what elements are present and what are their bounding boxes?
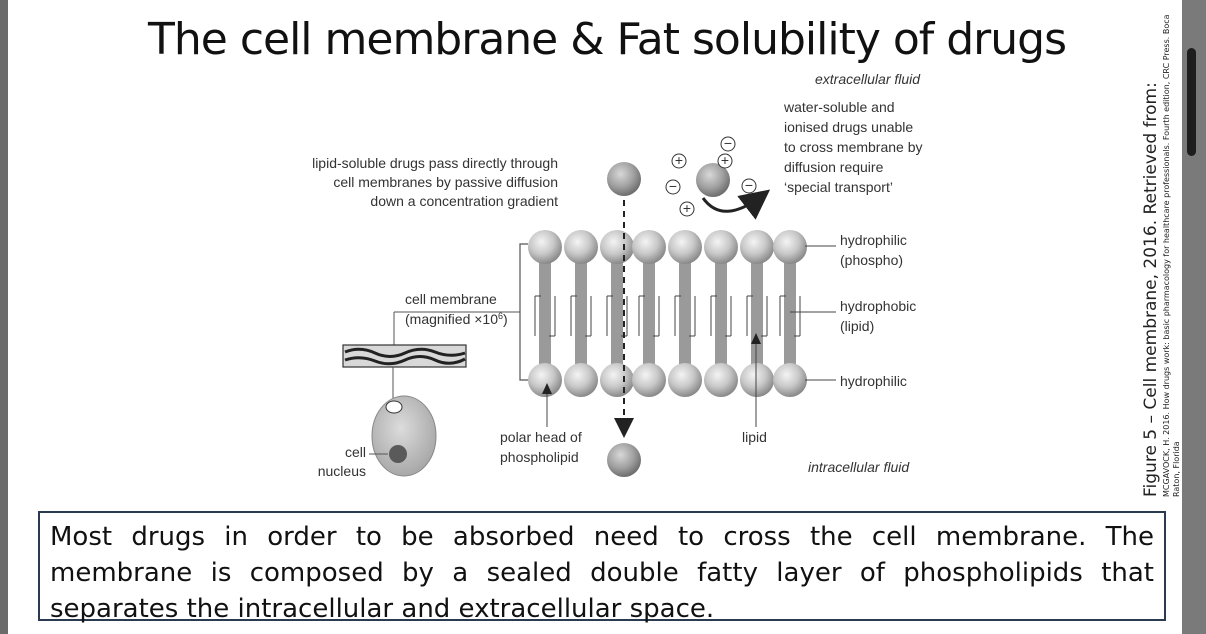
hydrophilic-bottom-label: hydrophilic <box>840 373 907 389</box>
phospholipid-head <box>704 230 738 264</box>
lipid-kink <box>779 295 801 337</box>
ion-plus-icon: + <box>683 200 691 216</box>
svg-text:lipid-soluble drugs pass direc: lipid-soluble drugs pass directly throug… <box>312 155 558 171</box>
svg-text:phospholipid: phospholipid <box>500 449 579 465</box>
membrane-bracket <box>393 243 528 381</box>
lipid-kink <box>534 295 556 337</box>
cell-membrane-diagram: − + + − − + <box>312 71 923 479</box>
svg-text:diffusion require: diffusion require <box>784 159 884 175</box>
ion-minus-icon: − <box>724 135 732 151</box>
svg-text:cell membranes by passive diff: cell membranes by passive diffusion <box>333 174 558 190</box>
svg-text:cell membrane: cell membrane <box>405 291 497 307</box>
svg-text:to cross membrane by: to cross membrane by <box>784 139 923 155</box>
magnified-membrane-strip <box>342 344 467 398</box>
phospholipid-head <box>632 230 666 264</box>
lipid-soluble-drug-top <box>607 162 641 196</box>
lipid-tail <box>575 247 587 380</box>
phospholipid-head <box>600 230 634 264</box>
scrollbar-thumb[interactable] <box>1187 48 1196 156</box>
slide-title: The cell membrane & Fat solubility of dr… <box>148 14 1067 65</box>
phospholipid-head <box>773 363 807 397</box>
svg-text:down a concentration gradient: down a concentration gradient <box>370 193 558 209</box>
phospholipid-head <box>668 363 702 397</box>
lipid-kink <box>746 295 768 337</box>
svg-text:hydrophobic: hydrophobic <box>840 298 916 314</box>
phospholipid-head <box>528 230 562 264</box>
label-pointers <box>546 245 836 427</box>
ion-minus-icon: − <box>669 178 677 194</box>
caption-source: MCGAVOCK, H. 2016. How drugs work: basic… <box>1162 14 1181 497</box>
ionised-drug <box>696 163 730 197</box>
cell-illustration <box>369 395 437 477</box>
lipid-tail <box>611 247 623 380</box>
lipid-kink <box>606 295 628 337</box>
ion-charges: − + + − − + <box>665 135 757 217</box>
figure-caption: Figure 5 – Cell membrane, 2016. Retrieve… <box>1140 2 1182 497</box>
phospholipid-head <box>740 230 774 264</box>
lipid-soluble-label: lipid-soluble drugs pass directly throug… <box>312 155 558 209</box>
lipid-soluble-drug-bottom <box>607 443 641 477</box>
phospholipid-bilayer <box>528 230 807 397</box>
phospholipid-head <box>704 363 738 397</box>
svg-text:(phospho): (phospho) <box>840 252 903 268</box>
phospholipid-head <box>564 230 598 264</box>
svg-text:polar head of: polar head of <box>500 429 582 445</box>
slide: The cell membrane & Fat solubility of dr… <box>8 0 1182 634</box>
cell-nucleus-label: cell nucleus <box>318 444 366 479</box>
special-transport-arrow-icon <box>701 189 771 220</box>
lipid-tail <box>751 247 763 380</box>
hydrophobic-label: hydrophobic (lipid) <box>840 298 916 334</box>
ion-minus-icon: − <box>745 177 753 193</box>
polar-head-label: polar head of phospholipid <box>500 429 582 465</box>
intracellular-label: intracellular fluid <box>808 459 910 475</box>
ion-plus-icon: + <box>721 152 729 168</box>
svg-text:nucleus: nucleus <box>318 463 366 479</box>
phospholipid-head <box>632 363 666 397</box>
lipid-tail <box>715 247 727 380</box>
svg-text:(lipid): (lipid) <box>840 318 874 334</box>
svg-text:cell: cell <box>345 444 366 460</box>
svg-text:ionised drugs unable: ionised drugs unable <box>784 119 913 135</box>
lipid-kink <box>710 295 732 337</box>
lipid-tail <box>539 247 551 380</box>
phospholipid-head <box>564 363 598 397</box>
lipid-tail <box>643 247 655 380</box>
lipid-kink <box>570 295 592 337</box>
caption-main: Figure 5 – Cell membrane, 2016. Retrieve… <box>1141 82 1161 497</box>
phospholipid-head <box>773 230 807 264</box>
extracellular-label: extracellular fluid <box>815 71 921 87</box>
phospholipid-head <box>600 363 634 397</box>
body-text-box: Most drugs in order to be absorbed need … <box>38 511 1166 624</box>
svg-text:hydrophilic: hydrophilic <box>840 232 907 248</box>
lipid-tail <box>784 247 796 380</box>
lipid-label: lipid <box>742 429 767 445</box>
svg-text:water-soluble and: water-soluble and <box>783 99 895 115</box>
water-soluble-label: water-soluble and ionised drugs unable t… <box>783 99 923 195</box>
phospholipid-head <box>528 363 562 397</box>
lipid-tail <box>679 247 691 380</box>
svg-text:‘special transport’: ‘special transport’ <box>784 179 893 195</box>
phospholipid-head <box>740 363 774 397</box>
lipid-kink <box>674 295 696 337</box>
hydrophilic-top-label: hydrophilic (phospho) <box>840 232 907 268</box>
svg-text:(magnified ×106): (magnified ×106) <box>405 311 508 327</box>
ion-plus-icon: + <box>675 152 683 168</box>
nucleus <box>389 445 407 463</box>
phospholipid-head <box>668 230 702 264</box>
diffusion-arrow-icon <box>614 418 634 438</box>
lipid-kink <box>638 295 660 337</box>
cell-membrane-label: cell membrane (magnified ×106) <box>405 291 508 327</box>
